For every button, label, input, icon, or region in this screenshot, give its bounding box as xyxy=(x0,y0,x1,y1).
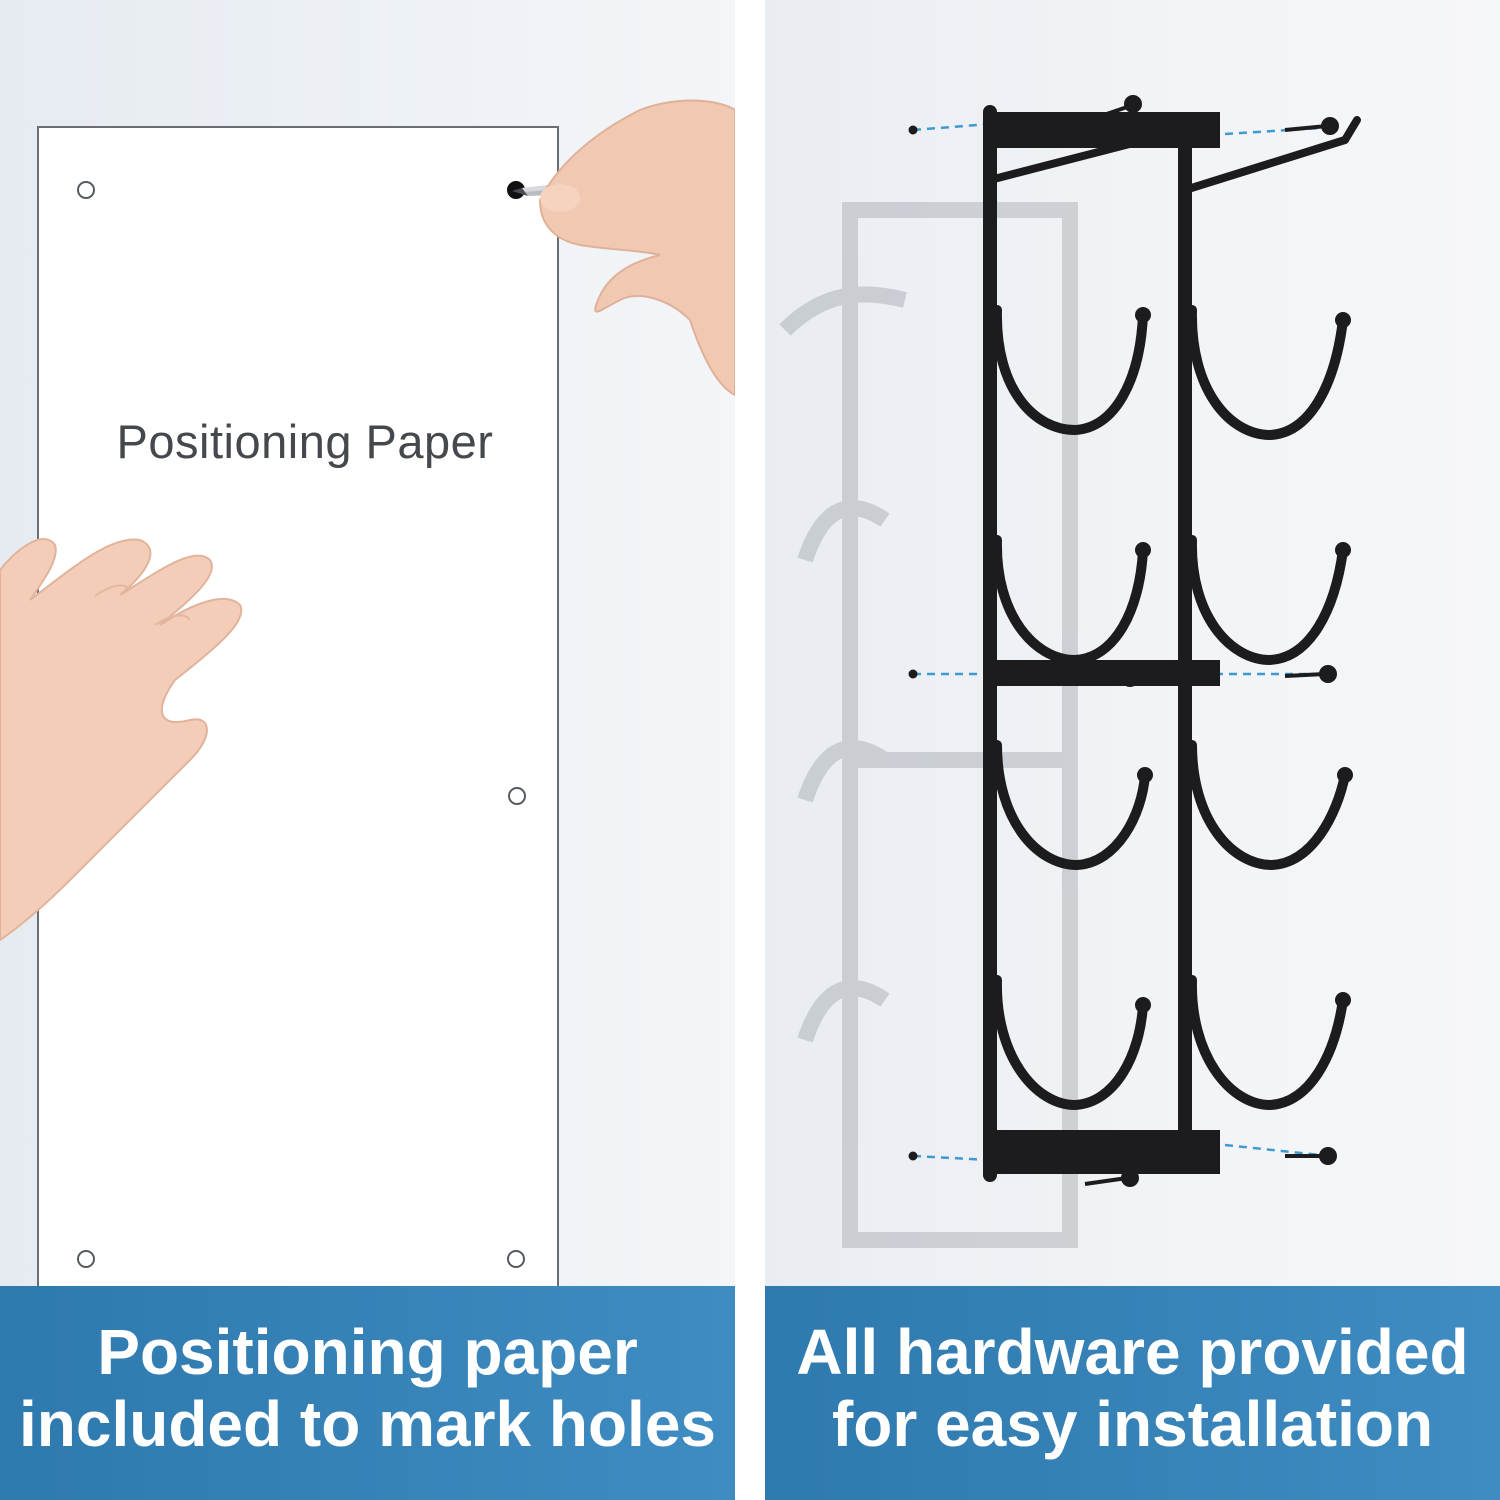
screw-icon xyxy=(908,95,1339,1187)
mark-hole xyxy=(77,1250,95,1268)
right-caption-line2: for easy installation xyxy=(831,1388,1434,1460)
wall-rack-illustration xyxy=(779,95,1361,1248)
left-caption-line2: included to mark holes xyxy=(18,1388,717,1460)
right-caption-line1: All hardware provided xyxy=(796,1316,1469,1388)
panel-divider xyxy=(735,0,765,1500)
hand-icon xyxy=(0,538,243,942)
rack-hooks xyxy=(991,305,1350,1111)
left-caption-line1: Positioning paper xyxy=(97,1316,638,1388)
paper-title: Positioning Paper xyxy=(116,415,494,468)
hardware-panel: All hardware provided for easy installat… xyxy=(765,0,1500,1500)
hook-tips xyxy=(1135,307,1353,1013)
positioning-paper-panel: Positioning Paper Positioning paper incl… xyxy=(0,0,735,1500)
rack-frame xyxy=(983,105,1361,1182)
left-caption-banner: Positioning paper included to mark holes xyxy=(0,1286,735,1500)
writing-hand-icon xyxy=(512,99,735,397)
right-caption-banner: All hardware provided for easy installat… xyxy=(765,1286,1500,1500)
mark-hole xyxy=(508,787,526,805)
mark-hole xyxy=(77,181,95,199)
mark-hole xyxy=(507,1250,525,1268)
rack-shadow xyxy=(779,202,1078,1248)
